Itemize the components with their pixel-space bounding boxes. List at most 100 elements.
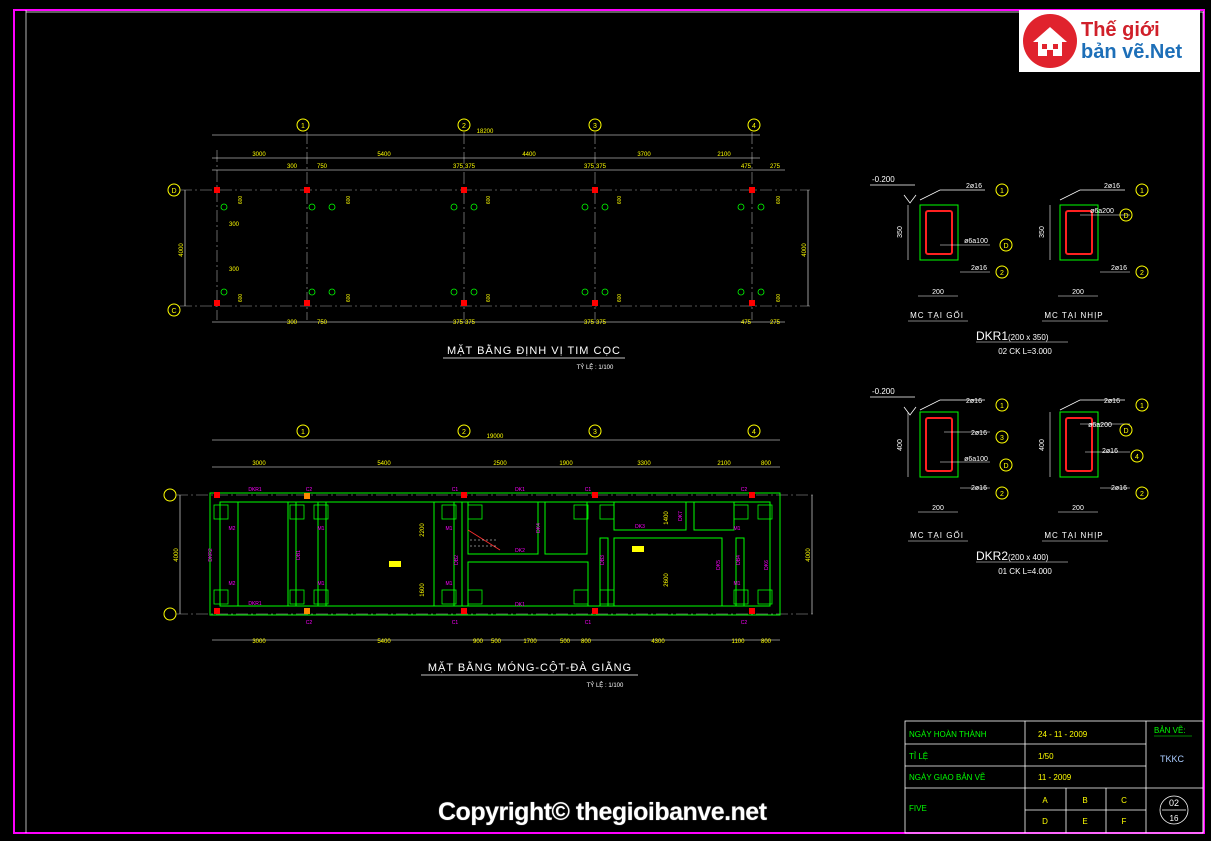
rebar-text: 2ø16 <box>1111 485 1127 492</box>
dkr1-qty: 02 CK L=3.000 <box>998 347 1052 356</box>
dim: 375 <box>596 164 607 170</box>
brand-logo[interactable]: Thế giới bản vẽ.Net <box>1019 10 1200 72</box>
axis-bubble-1 <box>296 118 310 132</box>
footing-label: M1 <box>446 581 453 587</box>
footing-label: M2 <box>229 581 236 587</box>
beam-label: C1 <box>585 487 592 493</box>
rebar-mark: D <box>1123 213 1128 220</box>
dim: 2100 <box>717 461 731 467</box>
dim-side: 4000 <box>806 548 812 562</box>
axis-bubble-4 <box>747 118 761 132</box>
plan1-title: MẶT BẰNG ĐỊNH VỊ TIM CỌC <box>447 344 621 357</box>
dim: 375 <box>596 320 607 326</box>
dim-side: 4000 <box>174 548 180 562</box>
axis-label: 3 <box>593 429 597 436</box>
dim: 1700 <box>523 639 537 645</box>
dim: 2600 <box>664 573 670 587</box>
dim: 4300 <box>651 639 665 645</box>
tb-five-label: FIVE <box>909 804 927 813</box>
rebar-mark: 1 <box>1140 403 1144 410</box>
tb-cell: F <box>1122 817 1127 826</box>
beam-label: DK4 <box>536 523 542 533</box>
dim: 3000 <box>252 639 266 645</box>
rebar-mark: 2 <box>1140 491 1144 498</box>
rebar-text: 2ø16 <box>1104 398 1120 405</box>
rebar-mark: D <box>1003 463 1008 470</box>
section-label: MC TẠI GỐI <box>910 530 964 540</box>
dkr2-qty: 01 CK L=4.000 <box>998 567 1052 576</box>
dkr1-title: DKR1(200 x 350) <box>976 329 1049 343</box>
dim: 600 <box>776 196 782 205</box>
axis-label: 2 <box>462 123 466 130</box>
rebar-mark: D <box>1123 428 1128 435</box>
dim: 1400 <box>664 511 670 525</box>
beam-label: C1 <box>585 620 592 626</box>
dim: 2500 <box>493 461 507 467</box>
tb-scale: 1/50 <box>1038 752 1054 761</box>
beam-label: DK6 <box>764 560 770 570</box>
dim: 2200 <box>420 523 426 537</box>
dim: 600 <box>617 196 623 205</box>
dim: 500 <box>560 639 571 645</box>
logo-line2: bản vẽ.Net <box>1081 41 1183 63</box>
dim: 500 <box>491 639 502 645</box>
dim-height: 350 <box>1039 226 1046 238</box>
beam-label: C2 <box>306 620 313 626</box>
beam-sections: -0.200 <box>870 175 1149 576</box>
rebar-text: 2ø16 <box>1104 183 1120 190</box>
beam-label: C2 <box>306 487 313 493</box>
rebar-text: 2ø16 <box>971 485 987 492</box>
tb-sheet-total: 16 <box>1170 814 1179 823</box>
dim: 375 <box>465 164 476 170</box>
plan-pile-layout: 1 2 3 4 D C 18200 3000 <box>167 118 810 371</box>
level-label: -0.200 <box>872 387 895 396</box>
axis-label: 1 <box>301 429 305 436</box>
beam-label: DB4 <box>736 555 742 565</box>
dim-height: 400 <box>1039 439 1046 451</box>
beam-label: DB1 <box>296 550 302 560</box>
dim: 300 <box>287 164 298 170</box>
dim: 375 <box>584 320 595 326</box>
dim: 900 <box>473 639 484 645</box>
dim: 1600 <box>420 583 426 597</box>
dim: 375 <box>453 320 464 326</box>
dim: 1100 <box>732 639 746 645</box>
logo-line1: Thế giới <box>1081 19 1160 41</box>
axis-bubble-3 <box>588 118 602 132</box>
axis-label: 2 <box>462 429 466 436</box>
footing-label: M1 <box>446 526 453 532</box>
axis-label: 1 <box>301 123 305 130</box>
beam-label: C1 <box>452 487 459 493</box>
tb-cell: E <box>1082 817 1087 826</box>
dim: 375 <box>465 320 476 326</box>
rebar-text: 2ø16 <box>1102 448 1118 455</box>
axis-label: 3 <box>593 123 597 130</box>
dim: 275 <box>770 320 781 326</box>
tb-sheet-code: TKKC <box>1160 754 1185 764</box>
dim: 750 <box>317 164 328 170</box>
axis-label: 4 <box>752 429 756 436</box>
dim: 800 <box>761 639 772 645</box>
dim: 750 <box>317 320 328 326</box>
beam-label: DKR1 <box>248 601 262 607</box>
beam-label: DK2 <box>515 548 525 554</box>
dim-width: 200 <box>932 289 944 296</box>
tb-sheet-no: 02 <box>1169 798 1179 808</box>
tb-cell: C <box>1121 796 1127 805</box>
dim: 3700 <box>637 152 651 158</box>
plan1-scale: TỶ LỆ : 1/100 <box>577 363 614 371</box>
rebar-text: ø6a200 <box>1090 208 1114 215</box>
tb-delivery-label: NGÀY GIAO BẢN VẼ <box>909 773 985 782</box>
beam-label: DK1 <box>515 602 525 608</box>
rebar-mark: 2 <box>1000 491 1004 498</box>
house-logo-icon <box>1023 14 1077 68</box>
section-label: MC TẠI GỐI <box>910 310 964 320</box>
dim-width: 200 <box>1072 505 1084 512</box>
footing-label: M1 <box>734 581 741 587</box>
dim: 5400 <box>377 461 391 467</box>
tb-completed-label: NGÀY HOÀN THÀNH <box>909 730 987 739</box>
axis-bubble-2 <box>457 118 471 132</box>
dim: 800 <box>761 461 772 467</box>
rebar-mark: 1 <box>1000 188 1004 195</box>
title-block: NGÀY HOÀN THÀNH TỈ LỆ NGÀY GIAO BẢN VẼ F… <box>904 720 1204 834</box>
